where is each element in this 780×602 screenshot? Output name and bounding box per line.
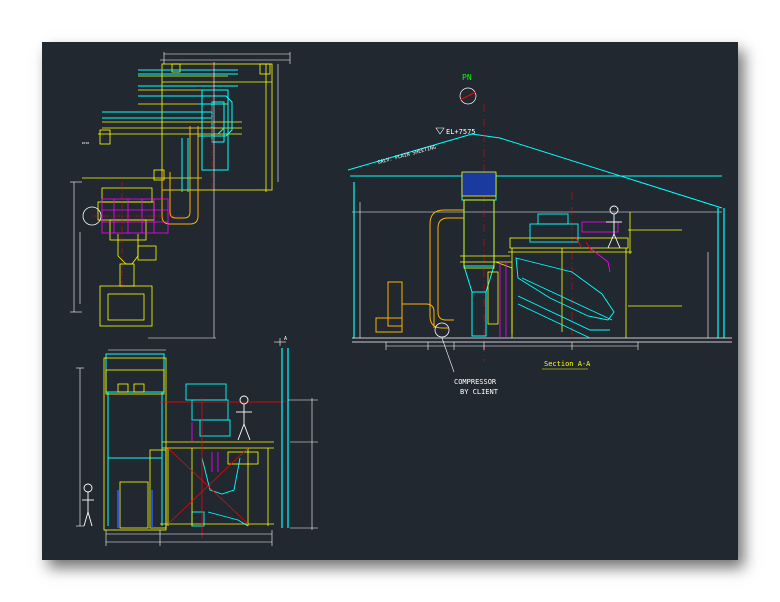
svg-text:#150: #150 xyxy=(82,141,89,145)
section-view: EL+7575 GALV. PLAIN SHEETING PN xyxy=(347,73,732,396)
north-label: PN xyxy=(462,73,472,82)
elevation-label: EL+7575 xyxy=(446,128,476,136)
operator-figure-right-icon xyxy=(236,395,252,441)
compressor-label: COMPRESSOR xyxy=(454,378,497,386)
cad-drawing-canvas: #150 EL+7575 GALV. PLAIN SHEETING PN xyxy=(70,52,732,546)
cad-drawing-sheet: #150 EL+7575 GALV. PLAIN SHEETING PN xyxy=(42,42,738,560)
section-marker: A xyxy=(284,336,287,342)
operator-figure-icon xyxy=(606,205,622,249)
section-title: Section A-A xyxy=(544,360,591,368)
elevation-view: A xyxy=(76,336,318,546)
north-compass-icon xyxy=(459,87,477,105)
roof-note: GALV. PLAIN SHEETING xyxy=(377,145,437,166)
elevation-marker: EL+7575 xyxy=(435,127,476,136)
plan-view: #150 xyxy=(70,52,291,339)
operator-figure-left-icon xyxy=(82,483,94,527)
compressor-sub-label: BY CLIENT xyxy=(460,388,499,396)
north-arrow: PN xyxy=(459,73,477,105)
compressor-icon xyxy=(434,322,450,338)
